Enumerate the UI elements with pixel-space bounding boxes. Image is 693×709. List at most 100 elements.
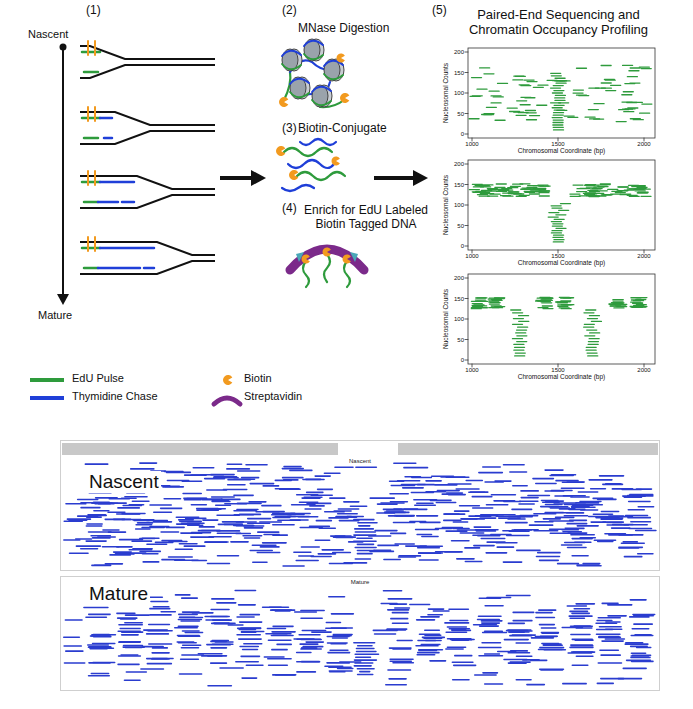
read-dash — [513, 79, 523, 80]
dna-wrap — [282, 64, 301, 69]
dna-wrap — [324, 74, 343, 79]
sequencing-read — [180, 521, 201, 523]
sequencing-read — [164, 498, 180, 500]
tick-label: 200 — [454, 275, 464, 282]
legend-text: EdU Pulse — [72, 372, 124, 385]
sequencing-read — [625, 643, 648, 645]
sequencing-read — [181, 658, 199, 660]
read-dash — [557, 302, 567, 303]
read-dash — [553, 127, 563, 128]
sequencing-read — [374, 550, 391, 552]
sequencing-read — [284, 466, 301, 468]
thymidine-strand — [144, 267, 154, 270]
sequencing-read — [250, 550, 272, 552]
sequencing-read — [133, 548, 152, 550]
axis-tick — [558, 364, 559, 367]
sequencing-read — [453, 679, 469, 681]
read-dash — [518, 327, 528, 328]
step-title: MNase Digestion — [298, 22, 389, 36]
sequencing-read — [600, 649, 618, 651]
sequencing-read — [482, 642, 500, 644]
read-dash — [622, 101, 632, 102]
sequencing-read — [479, 647, 501, 649]
sequencing-read — [533, 478, 553, 480]
read-dash — [605, 80, 615, 81]
read-dash — [553, 119, 563, 120]
read-dash — [588, 341, 598, 342]
read-dash — [588, 109, 598, 110]
sequencing-read — [294, 551, 311, 553]
sequencing-read — [122, 497, 137, 499]
sequencing-read — [328, 652, 350, 654]
axis-tick — [472, 250, 473, 253]
sequencing-read — [609, 515, 623, 517]
sequencing-read — [425, 630, 439, 632]
sequencing-read — [264, 534, 279, 536]
time-label: Nascent — [28, 28, 68, 41]
read-dash — [553, 241, 563, 242]
dna-wrap — [304, 41, 323, 46]
sequencing-read — [517, 550, 540, 552]
read-dash — [624, 111, 634, 112]
biotin-icon — [340, 93, 349, 103]
plot-axes — [468, 274, 655, 364]
sequencing-read — [69, 520, 87, 522]
sequencing-read — [273, 517, 290, 519]
read-dash — [551, 205, 561, 206]
sequencing-read — [126, 671, 146, 673]
read-dash — [542, 302, 552, 303]
thymidine-strand — [98, 267, 140, 270]
sequencing-read — [299, 634, 320, 636]
sequencing-read — [411, 492, 433, 494]
sequencing-read — [548, 512, 567, 514]
sequencing-read — [260, 521, 282, 523]
read-dash — [490, 193, 500, 194]
axis-tick — [465, 113, 468, 114]
read-dash — [514, 350, 524, 351]
read-dash — [517, 335, 527, 336]
sequencing-read — [302, 497, 320, 499]
sequencing-read — [447, 646, 465, 648]
read-dash — [584, 312, 594, 313]
sequencing-read — [214, 622, 229, 624]
sequencing-read — [153, 606, 168, 608]
sequencing-read — [295, 611, 317, 613]
sequencing-read — [224, 524, 242, 526]
sequencing-read — [92, 634, 116, 636]
read-dash — [601, 82, 611, 83]
sequencing-read — [507, 535, 529, 537]
sequencing-read — [529, 524, 552, 526]
sequencing-read — [237, 616, 254, 618]
sequencing-read — [578, 491, 597, 493]
sequencing-read — [570, 520, 587, 522]
read-dash — [553, 85, 563, 86]
sequencing-read — [301, 610, 324, 612]
read-dash — [515, 355, 525, 356]
axis-tick — [465, 339, 468, 340]
sequencing-read — [629, 501, 650, 503]
read-dash — [524, 188, 534, 189]
sequencing-read — [545, 500, 563, 502]
tick-label: 1500 — [551, 141, 564, 148]
sequencing-read — [623, 668, 646, 670]
sequencing-read — [435, 484, 457, 486]
read-dash — [519, 315, 529, 316]
thymidine-fragment — [300, 139, 336, 145]
read-dash — [529, 193, 539, 194]
sequencing-read — [123, 646, 144, 648]
sequencing-read — [628, 517, 650, 519]
axis-tick — [465, 164, 468, 165]
edu-fragment — [344, 261, 350, 287]
sequencing-read — [447, 626, 466, 628]
step-title: Enrich for EdU Labeled Biotin Tagged DNA — [296, 204, 436, 232]
sequencing-read — [355, 662, 373, 664]
read-dash — [551, 102, 561, 103]
sequencing-read — [535, 521, 553, 523]
tick-label: 200 — [454, 49, 464, 56]
sequencing-read — [212, 496, 234, 498]
axis-tick — [465, 52, 468, 53]
sequencing-read — [272, 649, 287, 651]
read-dash — [474, 305, 484, 306]
read-dash — [553, 80, 563, 81]
sequencing-read — [603, 521, 623, 523]
